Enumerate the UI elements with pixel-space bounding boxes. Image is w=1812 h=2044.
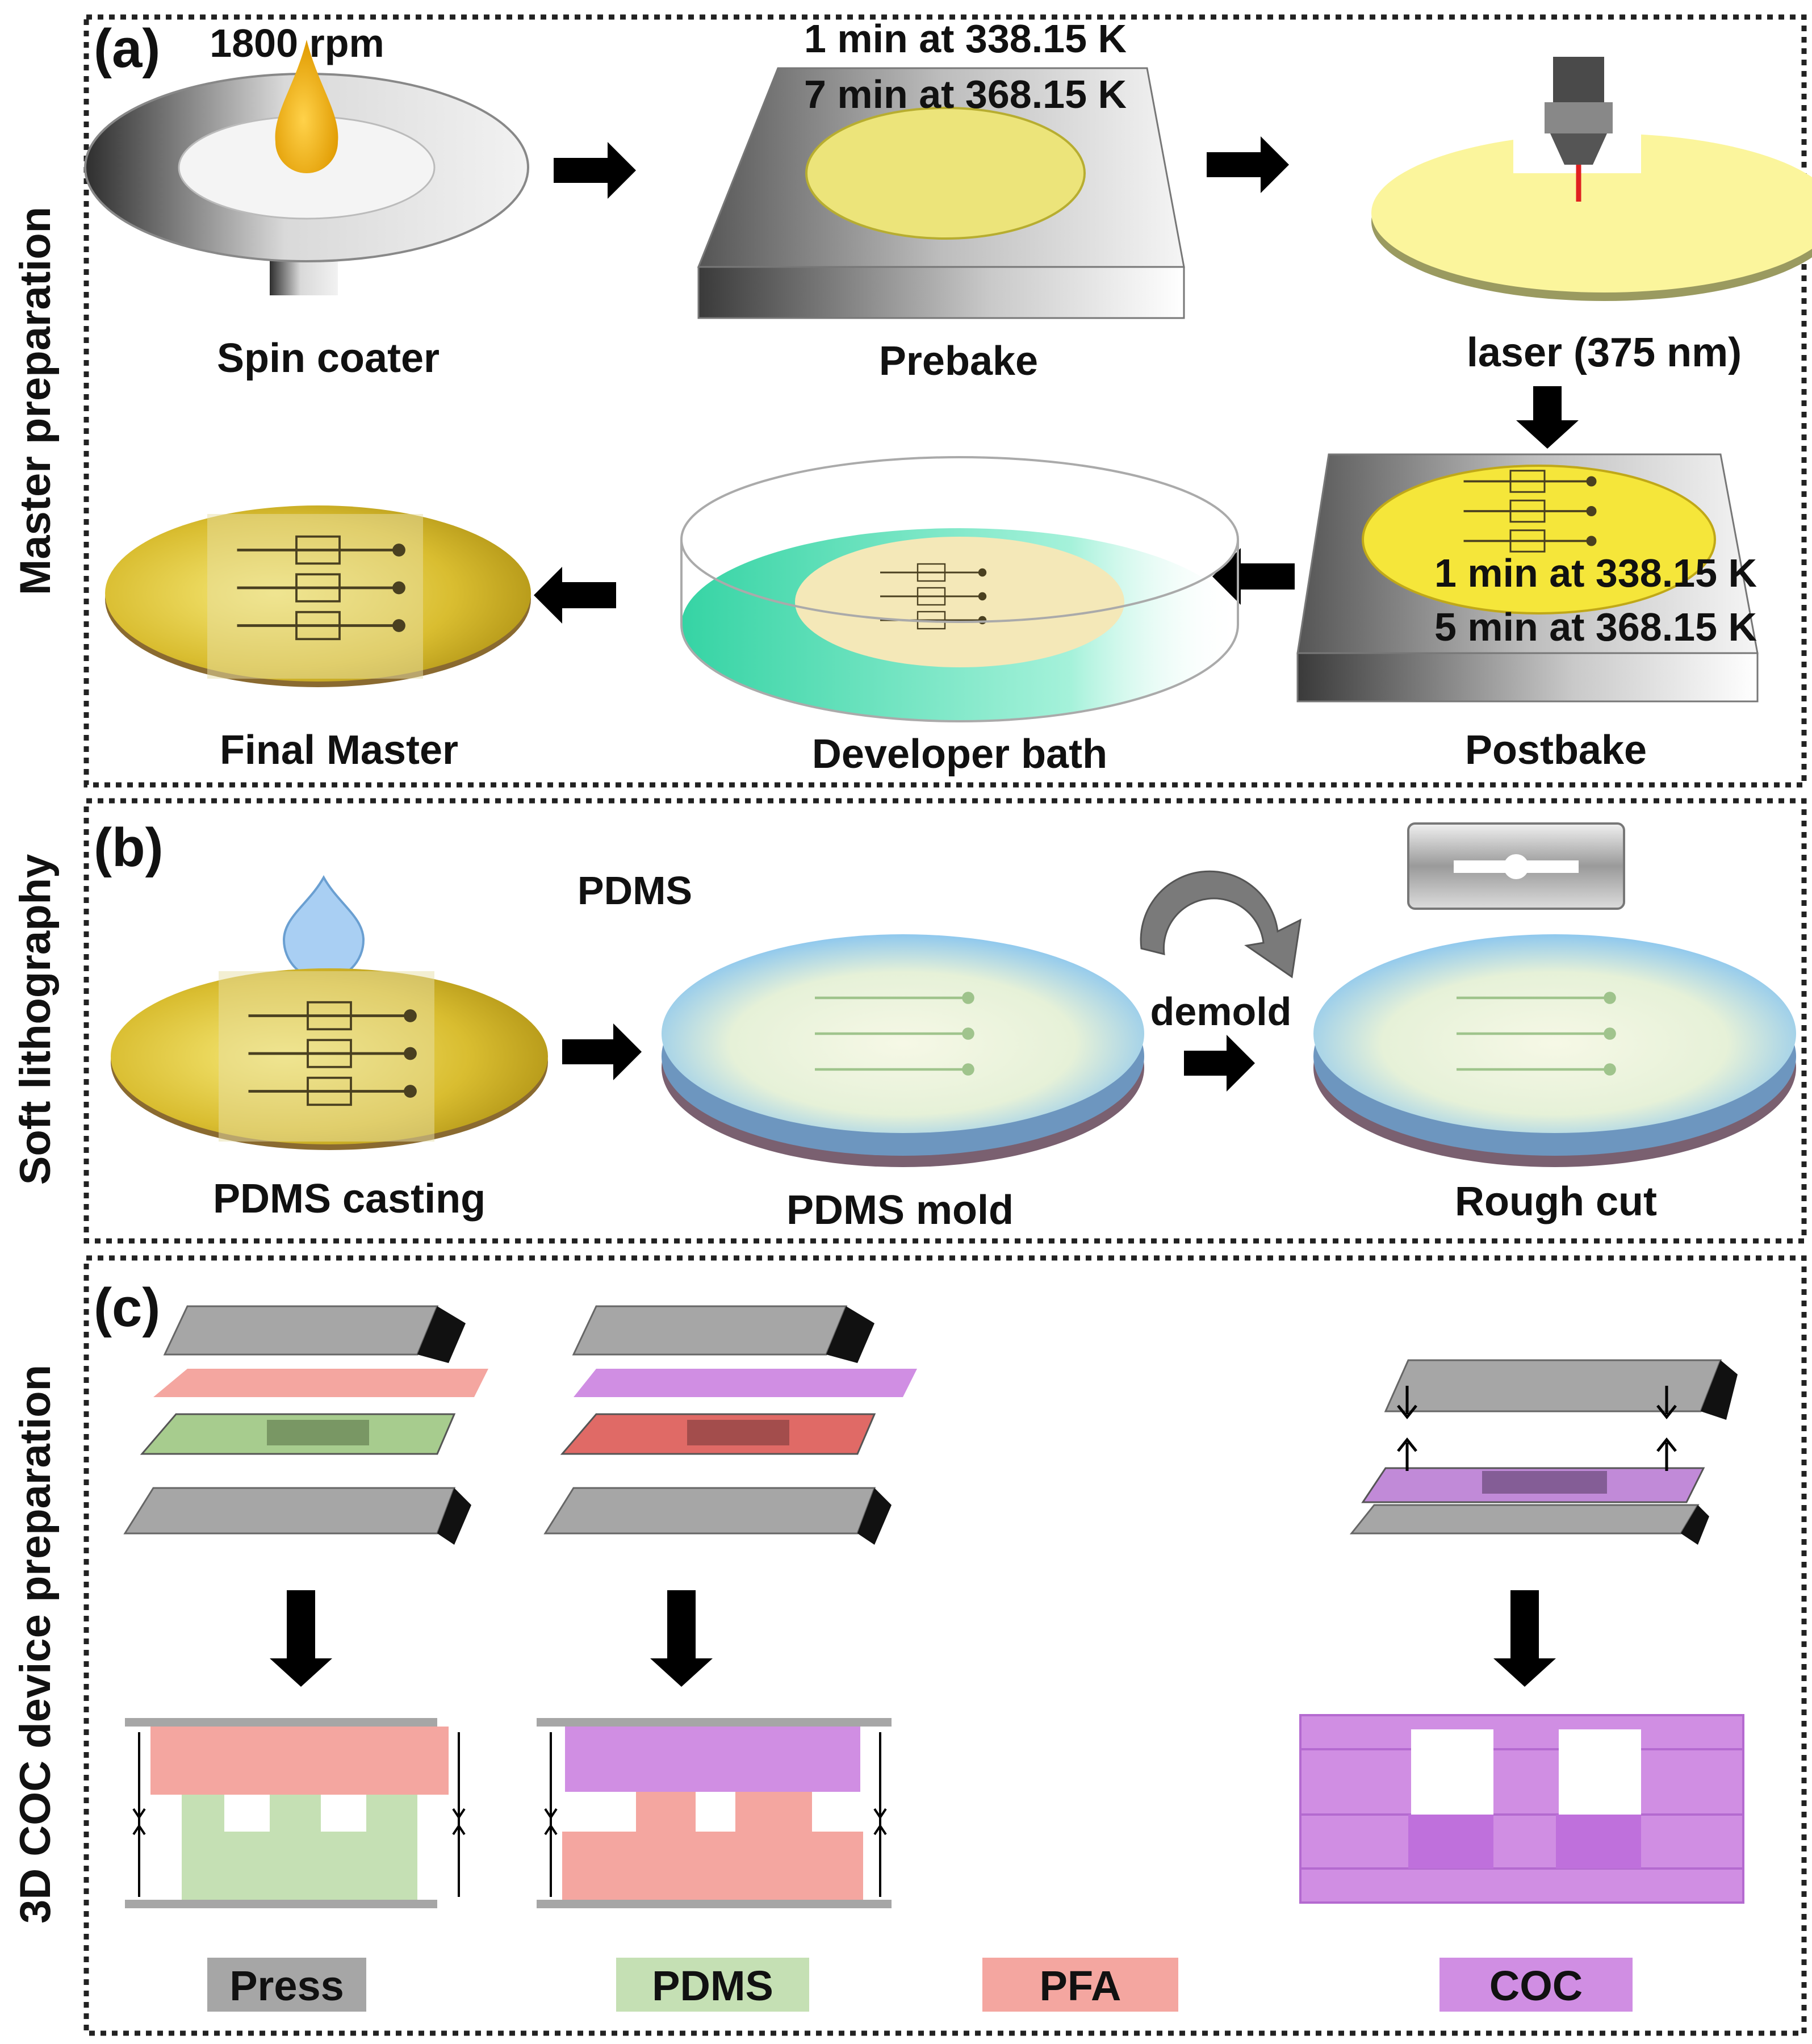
- legend-label: PDMS: [652, 1962, 773, 2009]
- panel-c-letter: (c): [94, 1277, 160, 1338]
- postbake-line2: 5 min at 368.15 K: [1434, 605, 1757, 649]
- demold-label: demold: [1150, 989, 1292, 1034]
- demold-curved-arrow: [1140, 870, 1302, 979]
- prebake-hotplate-illustration: [697, 67, 1185, 319]
- cross-section-coc-device: [1299, 1714, 1744, 1904]
- legend-label: PFA: [1040, 1962, 1121, 2009]
- postbake-line1: 1 min at 338.15 K: [1434, 551, 1757, 595]
- arrow-right-3: [562, 1023, 642, 1080]
- spin-coater-label: Spin coater: [217, 336, 440, 381]
- cross-section-pfa-pdms: [125, 1718, 466, 1908]
- panel-c-frame: [83, 1255, 1807, 2036]
- legend-item-pfa: PFA: [982, 1958, 1178, 2012]
- prebake-label: Prebake: [879, 338, 1038, 384]
- arrow-down-laser: [1516, 386, 1579, 449]
- pdms-mold-illustration: [662, 934, 1144, 1167]
- panel-b-side-label: Soft lithography: [11, 854, 60, 1185]
- legend-label: COC: [1489, 1962, 1583, 2009]
- prebake-line2: 7 min at 368.15 K: [804, 72, 1127, 116]
- panel-a-letter: (a): [94, 18, 160, 79]
- pdms-casting-illustration: [111, 875, 548, 1150]
- cross-section-coc-pfa: [537, 1718, 892, 1908]
- legend: Press PDMS PFA COC: [207, 1958, 1633, 2012]
- panel-a-side-label: Master preparation: [11, 207, 60, 595]
- spin-speed-label: 1800 rpm: [210, 21, 384, 65]
- pdms-casting-label: PDMS casting: [213, 1176, 486, 1222]
- legend-swatch: [1439, 1958, 1633, 2012]
- rough-cut-illustration: [1313, 822, 1796, 1167]
- rough-cut-label: Rough cut: [1455, 1179, 1657, 1224]
- arrow-left-1: [1212, 548, 1295, 605]
- legend-swatch: [207, 1958, 366, 2012]
- legend-swatch: [982, 1958, 1178, 2012]
- arrow-down-c1: [270, 1590, 332, 1687]
- stack-press-coc-pfa: [543, 1305, 917, 1545]
- prebake-line1: 1 min at 338.15 K: [804, 16, 1127, 61]
- panel-c-side-label: 3D COC device preparation: [11, 1365, 60, 1924]
- legend-swatch: [616, 1958, 809, 2012]
- legend-item-coc: COC: [1439, 1958, 1633, 2012]
- postbake-label: Postbake: [1465, 728, 1647, 773]
- developer-bath-illustration: [680, 456, 1239, 722]
- arrow-down-c3: [1493, 1590, 1556, 1687]
- developer-bath-label: Developer bath: [812, 732, 1107, 777]
- stack-press-pfa-pdms: [123, 1305, 488, 1545]
- pdms-mold-label: PDMS mold: [786, 1188, 1014, 1233]
- legend-label: Press: [229, 1962, 344, 2009]
- arrow-right-4: [1184, 1035, 1255, 1092]
- spin-coater-illustration: [84, 40, 529, 295]
- arrow-down-c2: [650, 1590, 713, 1687]
- pdms-top-label: PDMS: [578, 868, 692, 913]
- panel-a-frame: [83, 14, 1807, 788]
- final-master-label: Final Master: [220, 728, 458, 773]
- stack-press-coc-bond: [1349, 1359, 1738, 1545]
- legend-item-pdms: PDMS: [616, 1958, 809, 2012]
- arrow-right-1: [554, 142, 636, 199]
- arrow-right-2: [1207, 136, 1289, 193]
- legend-item-press: Press: [207, 1958, 366, 2012]
- laser-writer-illustration: [1371, 51, 1812, 301]
- final-master-illustration: [105, 505, 531, 687]
- panel-b-letter: (b): [94, 817, 164, 878]
- postbake-hotplate-illustration: [1296, 453, 1759, 703]
- arrow-left-2: [534, 567, 616, 624]
- laser-label: laser (375 nm): [1467, 330, 1742, 375]
